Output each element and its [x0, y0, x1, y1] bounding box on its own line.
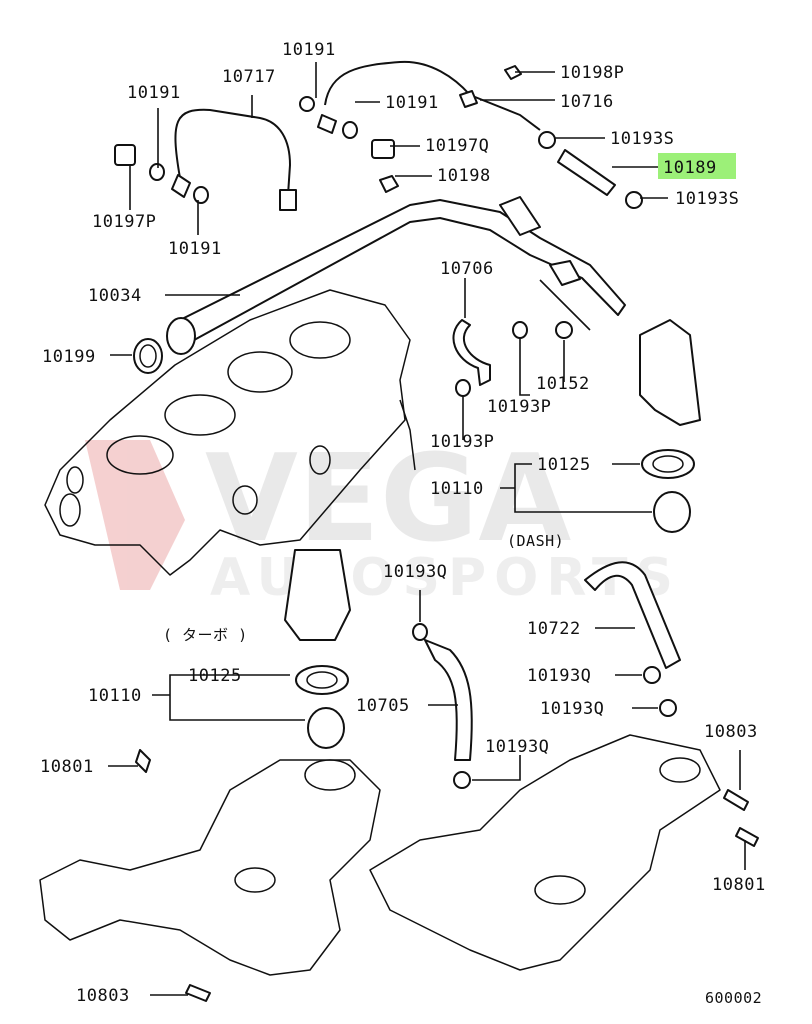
label-10193q-a: 10193Q	[383, 562, 447, 582]
label-10193q-b: 10193Q	[527, 666, 591, 686]
leader-lines	[108, 62, 746, 996]
sensor-10803-right	[723, 789, 749, 811]
label-10125-a: 10125	[537, 455, 591, 475]
label-10198: 10198	[437, 166, 491, 186]
clamp-10193q-right-lower	[659, 699, 677, 717]
diagram-code: 600002	[705, 989, 762, 1007]
part-10189-hose	[557, 149, 616, 196]
label-10125-b: 10125	[188, 666, 242, 686]
washer-10191-left	[149, 163, 165, 181]
label-10034: 10034	[88, 286, 142, 306]
label-10189: 10189	[663, 158, 717, 178]
label-10193q-d: 10193Q	[540, 699, 604, 719]
label-10193p-b: 10193P	[430, 432, 494, 452]
label-10110-a: 10110	[430, 479, 484, 499]
gasket-10199	[133, 338, 163, 374]
sensor-10801-left	[135, 749, 151, 773]
label-10193s-b: 10193S	[675, 189, 739, 209]
part-10034-fitting	[549, 260, 581, 286]
engine-block	[44, 289, 416, 576]
highlight-10189	[658, 153, 736, 179]
watermark-main-text: VEGA	[205, 430, 571, 569]
bolt-10197p	[114, 144, 136, 166]
label-10199: 10199	[42, 347, 96, 367]
clamp-10193p-lower	[455, 379, 471, 397]
label-10191-c: 10191	[385, 93, 439, 113]
label-10705: 10705	[356, 696, 410, 716]
bolt-10198	[379, 175, 399, 193]
label-turbo: ( ターボ )	[163, 626, 248, 644]
label-10152: 10152	[536, 374, 590, 394]
clamp-10193q-lower	[453, 771, 471, 789]
water-housing-turbo	[39, 759, 381, 976]
label-10801-a: 10801	[40, 757, 94, 777]
gasket-10125-turbo	[295, 665, 349, 695]
label-10191-d: 10191	[168, 239, 222, 259]
label-10801-b: 10801	[712, 875, 766, 895]
label-10722: 10722	[527, 619, 581, 639]
part-10152	[555, 321, 573, 339]
clamp-10716	[459, 90, 478, 108]
label-10110-b: 10110	[88, 686, 142, 706]
part-10705-hose	[424, 639, 473, 761]
washer-10191-lower	[193, 186, 209, 204]
clamp-10193q-right-upper	[643, 666, 661, 684]
label-10803-b: 10803	[76, 986, 130, 1006]
clamp-10193p-upper	[512, 321, 528, 339]
label-dash: (DASH)	[507, 532, 564, 550]
label-10716: 10716	[560, 92, 614, 112]
washer-10191-mid	[342, 121, 358, 139]
part-10706-hose	[452, 319, 491, 386]
part-10717-pipe	[174, 108, 291, 196]
part-10716-pipe	[324, 60, 541, 131]
part-labels: 10191 10717 10191 10198P 10191 10716 101…	[40, 40, 766, 1007]
part-10717-fitting	[279, 189, 297, 211]
gasket-10125-dash	[641, 449, 695, 479]
thermostat-10110-turbo	[307, 707, 345, 749]
label-10193p-a: 10193P	[487, 397, 551, 417]
part-10034-pipe	[169, 199, 626, 346]
label-10193s-a: 10193S	[610, 129, 674, 149]
label-10197q: 10197Q	[425, 136, 489, 156]
bolt-10197q	[371, 139, 395, 159]
clamp-10193s-lower	[625, 191, 643, 209]
sensor-10801-right	[735, 827, 759, 847]
label-10717: 10717	[222, 67, 276, 87]
label-10803-a: 10803	[704, 722, 758, 742]
housing-bracket	[639, 319, 701, 426]
label-10193q-c: 10193Q	[485, 737, 549, 757]
label-10706: 10706	[440, 259, 494, 279]
label-10191-b: 10191	[282, 40, 336, 60]
part-10722-hose	[584, 561, 681, 669]
bolt-10198p	[504, 65, 522, 80]
clamp-10193s-upper	[538, 131, 556, 149]
watermark-logo-mark	[85, 440, 185, 590]
part-10034-bracket	[499, 196, 541, 236]
washer-10191-top	[299, 96, 315, 112]
turbo-housing	[284, 549, 351, 641]
sensor-10803-bottom	[185, 984, 211, 1002]
label-10191-a: 10191	[127, 83, 181, 103]
clamp-10193q-upper	[412, 623, 428, 641]
part-10717-end	[171, 174, 191, 198]
thermostat-10110-dash	[653, 491, 691, 533]
water-housing-dash	[369, 734, 721, 971]
label-10198p: 10198P	[560, 63, 624, 83]
label-10197p: 10197P	[92, 212, 156, 232]
part-10034-end	[166, 317, 196, 355]
part-10716-end	[317, 114, 337, 134]
